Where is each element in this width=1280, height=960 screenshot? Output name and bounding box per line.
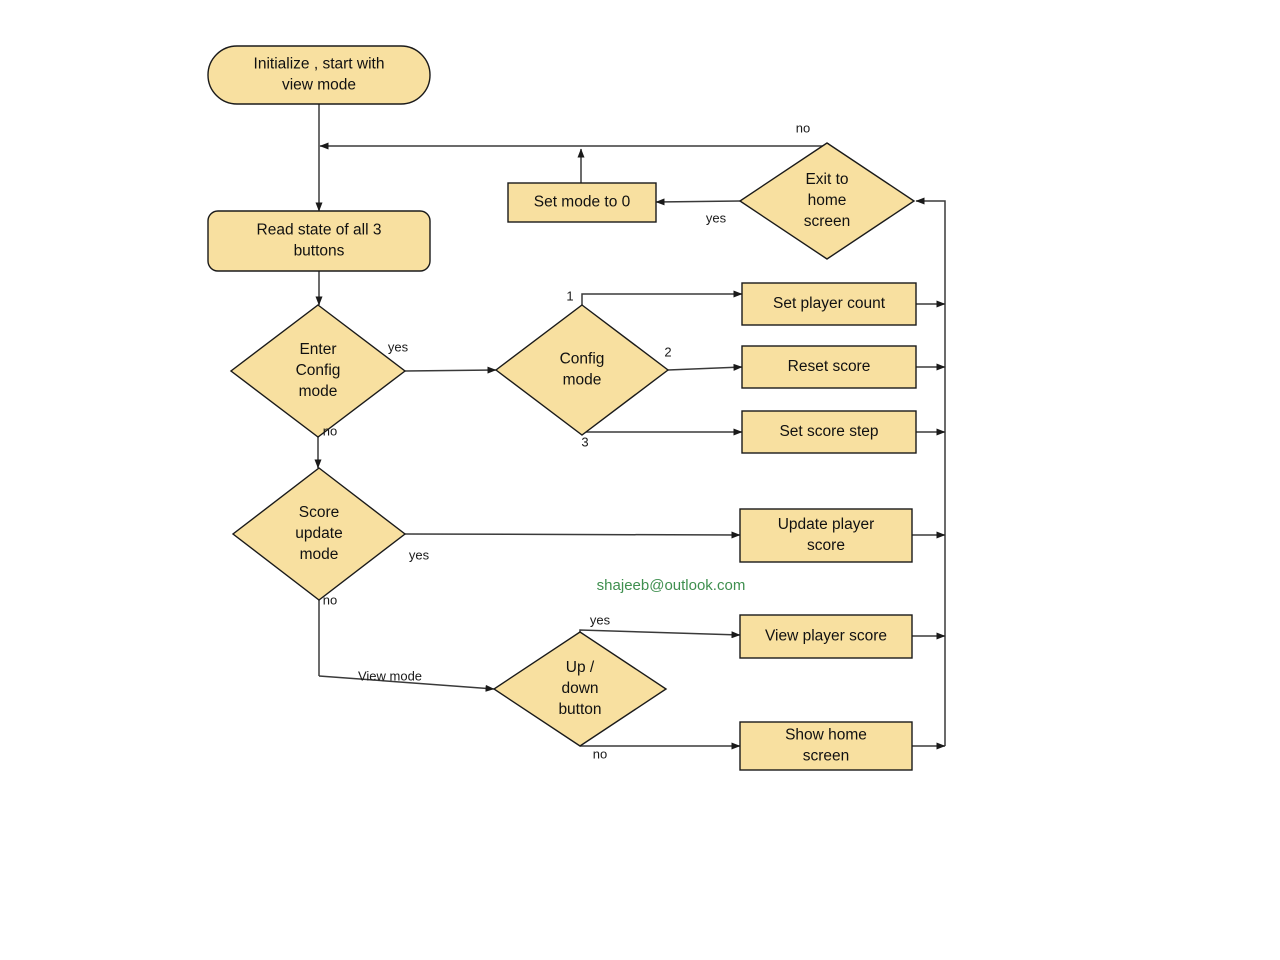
read-buttons-node-shape	[207, 210, 431, 272]
edge-score-update-yes	[404, 531, 741, 539]
edge-loop-return-to-read-buttons	[319, 142, 829, 150]
edge-up-down-yes-label: yes	[590, 612, 611, 627]
view-player-score-node-label: View player score	[765, 628, 887, 645]
initialize-node-shape	[207, 45, 431, 105]
edge-enter-config-yes-label: yes	[388, 339, 409, 354]
edge-config-mode-branch-1	[581, 290, 743, 305]
show-home-screen-node-shape	[739, 721, 913, 771]
edge-exit-no-label: no	[796, 120, 810, 135]
view-player-score-node[interactable]: View player score	[739, 614, 913, 659]
config-mode-decision-shape	[494, 304, 670, 436]
edge-config-mode-branch-3	[581, 428, 743, 436]
edge-enter-config-yes	[404, 366, 497, 374]
edge-score-update-yes-label: yes	[409, 547, 430, 562]
update-player-score-node-shape	[739, 508, 913, 563]
score-update-mode-decision-shape	[231, 467, 407, 601]
set-mode-to-0-node-shape	[507, 182, 657, 223]
exit-to-home-screen-decision-shape	[738, 142, 916, 260]
edge-exit-yes-to-set-mode-label: yes	[706, 210, 727, 225]
edge-score-update-no-label: no	[323, 592, 337, 607]
edge-config-mode-branch-1-label: 1	[566, 288, 573, 303]
set-mode-to-0-node-label: Set mode to 0	[534, 194, 631, 211]
set-score-step-node-shape	[741, 410, 917, 454]
set-player-count-node[interactable]: Set player count	[741, 282, 917, 326]
edge-config-mode-branch-2	[667, 363, 743, 371]
watermark-email: shajeeb@outlook.com	[597, 577, 746, 594]
reset-score-node-label: Reset score	[788, 358, 871, 375]
edge-view-mode-to-up-down	[318, 675, 495, 692]
edge-view-mode-to-up-down-label: View mode	[358, 668, 422, 683]
set-player-count-node-label: Set player count	[773, 295, 886, 312]
view-player-score-node-shape	[739, 614, 913, 659]
set-score-step-node-label: Set score step	[779, 423, 878, 440]
set-mode-to-0-node[interactable]: Set mode to 0	[507, 182, 657, 223]
enter-config-mode-decision-shape	[229, 304, 407, 438]
up-down-button-decision-shape	[492, 631, 668, 747]
reset-score-node[interactable]: Reset score	[741, 345, 917, 389]
set-score-step-node[interactable]: Set score step	[741, 410, 917, 454]
reset-score-node-shape	[741, 345, 917, 389]
edge-up-down-no-label: no	[593, 746, 607, 761]
edge-right-return-into-exit	[915, 197, 946, 746]
edge-config-mode-branch-3-label: 3	[581, 434, 588, 449]
set-player-count-node-shape	[741, 282, 917, 326]
edge-config-mode-branch-2-label: 2	[664, 344, 671, 359]
edge-up-down-yes	[579, 629, 741, 639]
edge-enter-config-no-label: no	[323, 423, 337, 438]
edge-exit-yes-to-set-mode	[655, 198, 741, 206]
